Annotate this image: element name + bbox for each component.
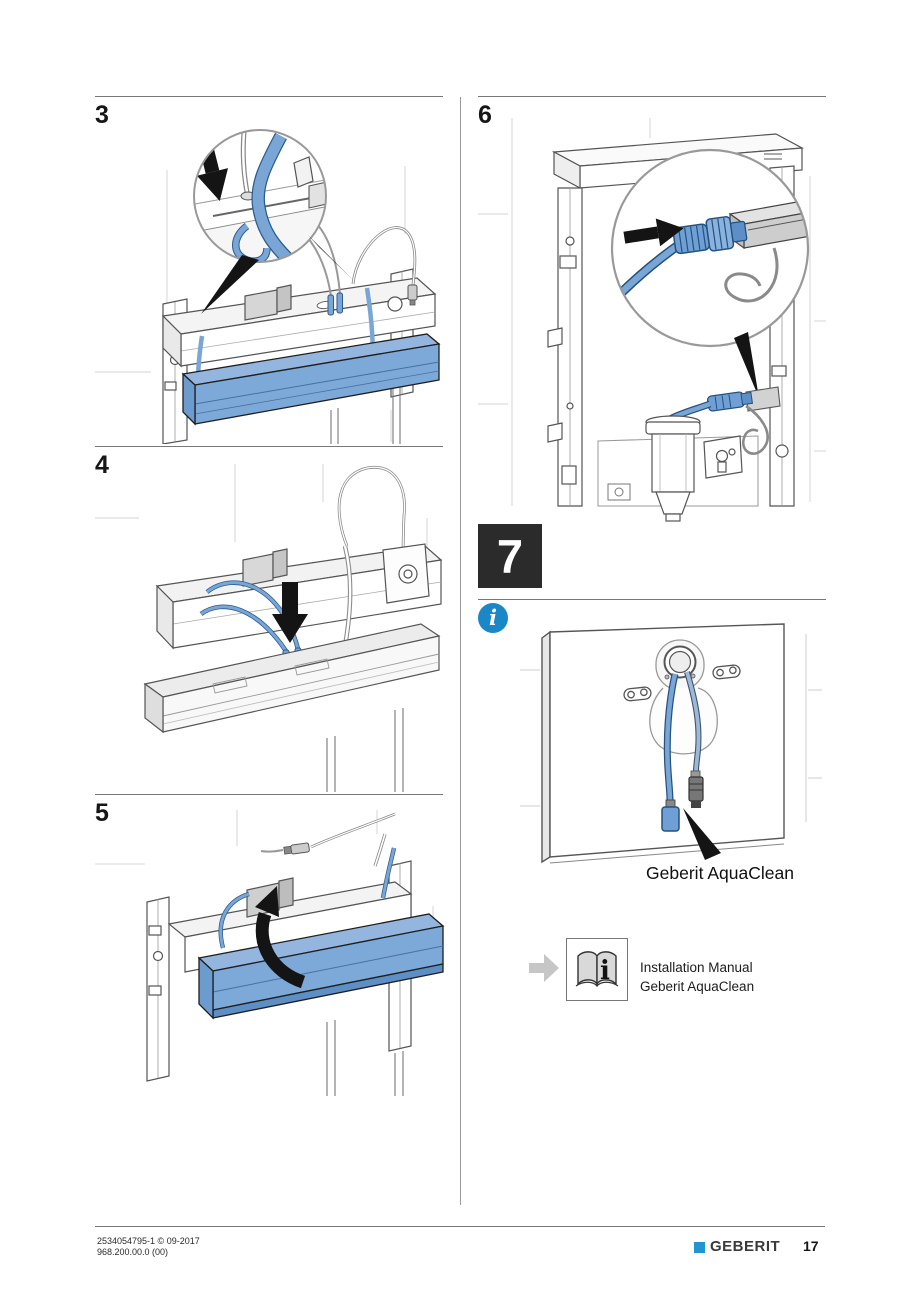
pointer-right [308,235,354,281]
manual-book-box: i [566,938,628,1001]
white-strap [342,545,353,647]
blue-connector [672,216,748,255]
rule-step5 [95,794,443,795]
rule-step4 [95,446,443,447]
step-number-5: 5 [95,799,109,827]
rule-step7 [478,599,826,600]
blue-pins [327,292,343,316]
mount-slots [623,664,741,702]
svg-text:i: i [600,956,610,986]
right-cable [351,226,418,306]
illustration-step-4 [95,464,443,792]
illustration-step-5 [95,810,445,1096]
fill-valve [645,415,743,522]
column-divider [460,97,461,1205]
pointer-down [734,332,759,398]
illustration-step-7 [520,623,822,864]
rotate-up-arrow-icon [255,886,306,989]
step-number-7-box: 7 [478,524,542,588]
reference-arrow-icon [529,954,559,982]
pointer-to-label [683,808,721,860]
flush-opening [663,645,697,680]
step-number-4: 4 [95,451,109,479]
geberit-logo-text: GEBERIT [710,1238,781,1255]
wall-lines [520,634,822,822]
blue-tray [181,333,441,426]
cistern-assembly [155,543,443,650]
lower-struts [326,1020,404,1096]
lower-struts [326,708,404,792]
footer-doc-code: 968.200.00.0 (00) [97,1247,169,1257]
down-arrow-icon [272,582,308,643]
rule-step3 [95,96,443,97]
second-cable [684,671,704,808]
tile-lines [478,118,826,506]
right-arrow-icon [623,218,684,247]
top-cable [260,812,396,855]
gray-tray [143,623,441,734]
page-number: 17 [803,1238,819,1254]
manual-reference-line1: Installation Manual [640,960,753,975]
aquaclean-callout: Geberit AquaClean [646,863,794,883]
blue-cables [218,833,397,949]
manual-reference-text: Installation Manual Geberit AquaClean [640,958,754,996]
footer-doc-number: 2534054795-1 © 09-2017 [97,1236,200,1246]
rule-step6 [478,96,826,97]
step-number-3: 3 [95,101,109,129]
detail-circle [610,148,810,348]
manual-reference-line2: Geberit AquaClean [640,979,755,994]
footer-rule [95,1226,825,1227]
geberit-logo-square [694,1242,705,1253]
book-icon: i [575,950,619,987]
pointer-left [201,255,259,314]
step-number-7: 7 [496,529,524,583]
illustration-step-3 [95,129,441,444]
illustration-step-6 [478,118,826,522]
step-number-6: 6 [478,101,492,129]
detail-circle [193,129,327,263]
info-icon: i [478,603,508,633]
blue-tray [197,913,445,1020]
aquaclean-cable [661,673,680,832]
